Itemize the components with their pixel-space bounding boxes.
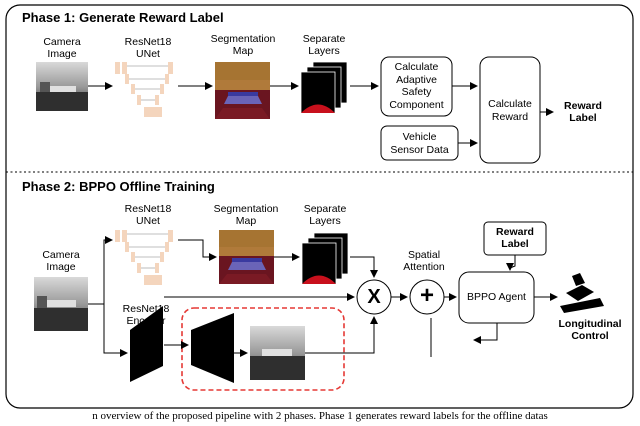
phase1-layer-stack xyxy=(300,61,348,114)
phase2-segmap-label-line1: Segmentation xyxy=(213,203,279,215)
phase1-camera-label-line2: Image xyxy=(47,48,77,60)
phase2-arrows xyxy=(88,236,558,357)
phase2-layers-label-line2: Layers xyxy=(309,215,341,227)
figure-caption: n overview of the proposed pipeline with… xyxy=(92,410,548,422)
phase1-resnet-label: ResNet18 UNet xyxy=(120,36,176,60)
phase1-segmap-label-line2: Map xyxy=(232,45,254,57)
phase2-reconstructed-image xyxy=(250,326,305,380)
phase1-layers-label-line1: Separate xyxy=(302,33,346,45)
phase1-layers-label: Separate Layers xyxy=(296,33,352,57)
phase1-safety-text: Calculate Adaptive Safety Component xyxy=(381,61,452,111)
phase1-segmap-label-line1: Segmentation xyxy=(210,33,276,45)
multiply-symbol: X xyxy=(367,286,381,308)
phase1-safety-box xyxy=(380,56,453,117)
phase2-attention-label-line1: Spatial xyxy=(407,249,441,261)
phase1-sensor-box xyxy=(380,125,459,161)
phase2-output-line1: Longitudinal xyxy=(558,318,622,330)
phase2-layers-label-line1: Separate xyxy=(303,203,347,215)
phase2-encoder-shape xyxy=(130,306,163,382)
phase2-encoder-label-line1: ResNet18 xyxy=(122,303,170,315)
phase2-decoder-shape xyxy=(191,313,234,383)
phase2-unet-icon xyxy=(115,230,173,285)
phase2-camera-label-line1: Camera xyxy=(42,249,80,261)
phase2-layer-stack xyxy=(301,232,349,285)
encoder-highlight-dashed-box xyxy=(181,307,345,391)
phase1-safety-line2: Adaptive xyxy=(396,73,437,86)
phase2-camera-image xyxy=(34,277,88,331)
phase2-attention-label: Spatial Attention xyxy=(394,249,454,273)
phase1-reward-text: Calculate Reward xyxy=(480,98,540,123)
phase2-resnet-label-line2: UNet xyxy=(136,215,160,227)
bppo-agent-text: BPPO Agent xyxy=(467,291,526,303)
phase2-encoder-label-line2: Encoder xyxy=(126,315,166,327)
phase2-output-line2: Control xyxy=(571,330,609,342)
phase1-unet-icon xyxy=(115,62,173,117)
phase2-segmap-label-line2: Map xyxy=(235,215,257,227)
phase1-sensor-line1: Vehicle xyxy=(402,131,437,143)
phase1-reward-line2: Reward xyxy=(491,110,529,123)
phase1-safety-line3: Safety xyxy=(401,86,432,98)
phase1-resnet-label-line1: ResNet18 xyxy=(124,36,172,48)
phase1-camera-image xyxy=(36,62,88,111)
phase1-resnet-label-line2: UNet xyxy=(136,48,160,60)
phase1-reward-box xyxy=(479,56,541,164)
phase1-output-line2: Label xyxy=(569,112,597,124)
add-symbol: + xyxy=(419,282,434,309)
phase1-segmentation-map xyxy=(215,62,270,119)
phase1-segmap-label: Segmentation Map xyxy=(206,33,280,57)
phase1-safety-line1: Calculate xyxy=(394,61,439,73)
phase1-layers-label-line2: Layers xyxy=(308,45,340,57)
phase1-sensor-line2: Sensor Data xyxy=(390,143,449,156)
phase2-resnet-label-line1: ResNet18 xyxy=(124,203,172,215)
phase2-camera-label: Camera Image xyxy=(34,249,88,273)
phase2-encoder-label: ResNet18 Encoder xyxy=(118,303,174,327)
phase1-arrows xyxy=(88,82,554,147)
phase1-sensor-text: Vehicle Sensor Data xyxy=(381,131,458,156)
phase2-reward-input-line1: Reward xyxy=(496,226,534,238)
phase2-reward-input-text: Reward Label xyxy=(484,226,546,250)
phase1-title: Phase 1: Generate Reward Label xyxy=(22,10,224,25)
phase2-reward-input-line2: Label xyxy=(501,238,529,250)
phase2-output-label: Longitudinal Control xyxy=(550,318,630,342)
phase1-output-label: Reward Label xyxy=(553,100,613,124)
phase2-attention-label-line2: Attention xyxy=(403,261,445,273)
phase1-reward-line1: Calculate xyxy=(488,98,532,110)
phase1-camera-label: Camera Image xyxy=(38,36,86,60)
phase1-camera-label-line1: Camera xyxy=(43,36,81,48)
phase1-safety-line4: Component xyxy=(389,98,444,111)
phase2-title: Phase 2: BPPO Offline Training xyxy=(22,179,215,194)
pedal-icon xyxy=(560,273,604,313)
phase2-resnet-label: ResNet18 UNet xyxy=(120,203,176,227)
outer-frame xyxy=(5,4,634,409)
phase2-camera-label-line2: Image xyxy=(46,261,76,273)
phase2-segmap-label: Segmentation Map xyxy=(209,203,283,227)
phase2-segmentation-map xyxy=(219,230,274,284)
phase1-output-line1: Reward xyxy=(564,100,602,112)
phase2-layers-label: Separate Layers xyxy=(297,203,353,227)
